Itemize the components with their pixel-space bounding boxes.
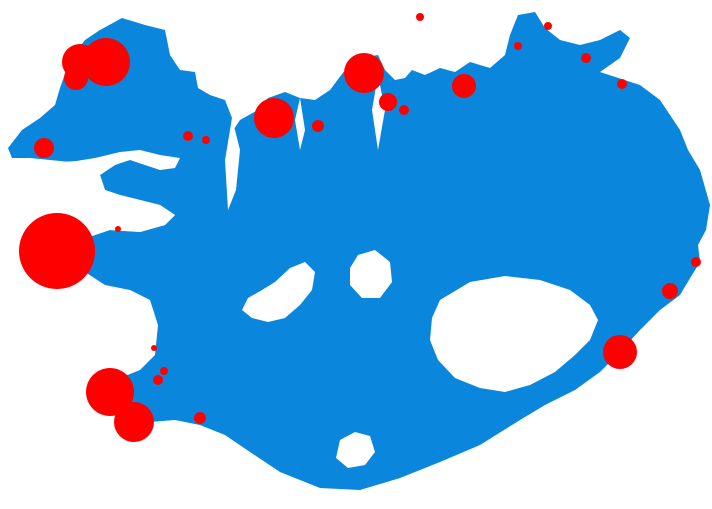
marker-westfjords-southwest (34, 138, 54, 158)
marker-northeast-a (452, 74, 476, 98)
marker-northeast-c (514, 42, 522, 50)
marker-layer (19, 13, 701, 442)
marker-east-a (691, 257, 701, 267)
marker-north-central-b (344, 53, 384, 93)
glacier-vatnajokull (430, 276, 598, 392)
marker-north-central-a (312, 120, 324, 132)
marker-northwest-westfjords-c (64, 66, 88, 90)
marker-north-west (254, 98, 294, 138)
marker-southwest-c (153, 375, 163, 385)
marker-southwest-d (160, 367, 168, 375)
north-fjord-inlet-a (225, 118, 240, 210)
marker-northeast-b (544, 22, 552, 30)
marker-southwest-e (151, 345, 157, 351)
marker-westfjords-east-a (183, 131, 193, 141)
marker-north-central-d (399, 105, 409, 115)
marker-southwest-b (114, 402, 154, 442)
marker-northwest-westfjords-b (82, 38, 130, 86)
marker-southwest-a (86, 368, 134, 416)
marker-west-snaefellsnes (115, 226, 121, 232)
glacier-myrdalsjokull (336, 432, 375, 468)
glacier-hofsjokull (350, 250, 392, 298)
marker-east-b (662, 283, 678, 299)
marker-south-a (194, 412, 206, 424)
glacier-langjokull (242, 262, 315, 322)
marker-west-capital (19, 213, 95, 289)
marker-north-central-c (379, 93, 397, 111)
marker-southeast (603, 335, 637, 369)
marker-northeast-d (581, 53, 591, 63)
north-fjord-inlet-b (295, 98, 305, 150)
north-fjord-inlet-c (372, 75, 385, 150)
marker-northeast-e (617, 79, 627, 89)
marker-westfjords-east-b (202, 136, 210, 144)
marker-northeast-offshore (416, 13, 424, 21)
